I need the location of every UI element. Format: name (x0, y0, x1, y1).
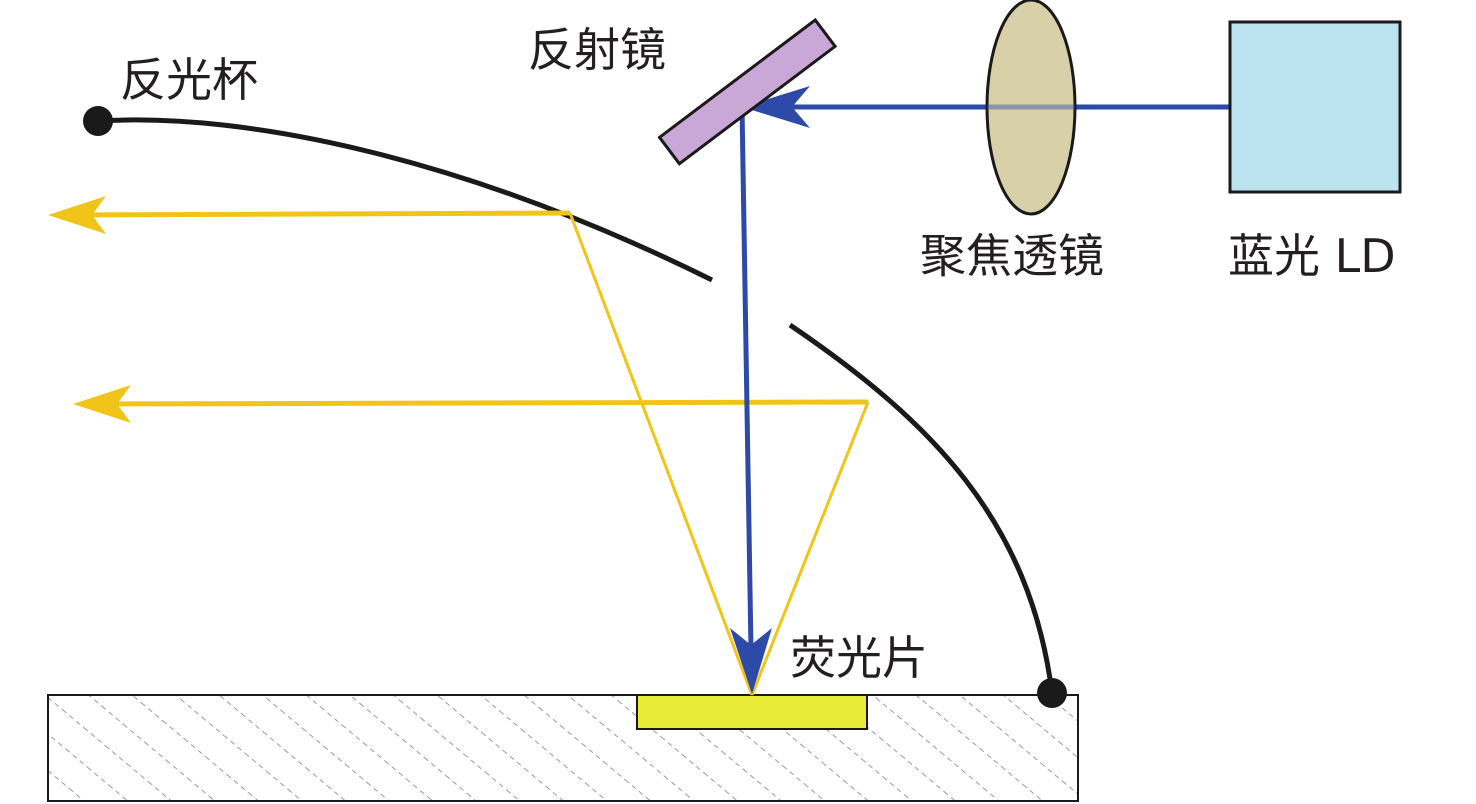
yellow-arrowhead-upper (48, 196, 106, 234)
reflector-cup-label: 反光杯 (120, 53, 258, 107)
focusing-lens-label: 聚焦透镜 (920, 229, 1104, 283)
mirror (657, 17, 838, 166)
blue-beam (739, 104, 1230, 651)
blue-ld-label: 蓝光 LD (1228, 229, 1396, 283)
yellow-ray-upper (69, 210, 571, 218)
yellow-ray-cone-right (750, 401, 870, 696)
reflector-cup-upper (97, 117, 714, 283)
substrate-hatch (47, 694, 1079, 802)
reflector-cup-endpoint-top (83, 106, 113, 136)
blue-beam-vertical (739, 106, 754, 651)
blue-ld-box (1228, 20, 1402, 194)
mirror-label: 反射镜 (528, 23, 666, 77)
substrate (47, 694, 1079, 802)
phosphor-plate (636, 694, 868, 730)
yellow-arrowhead-lower (73, 385, 131, 423)
reflector-cup-endpoint-bottom (1037, 678, 1067, 708)
phosphor-label: 荧光片 (790, 631, 928, 685)
reflector-cup-lower (788, 322, 1055, 694)
reflector-cup (83, 106, 1067, 708)
yellow-ray-lower (94, 399, 869, 407)
focusing-lens (985, 0, 1077, 216)
yellow-ray-cone-left (568, 212, 754, 696)
yellow-rays (69, 210, 870, 696)
blue-arrowhead-horizontal (742, 86, 810, 128)
blue-arrowhead-vertical (730, 628, 772, 694)
